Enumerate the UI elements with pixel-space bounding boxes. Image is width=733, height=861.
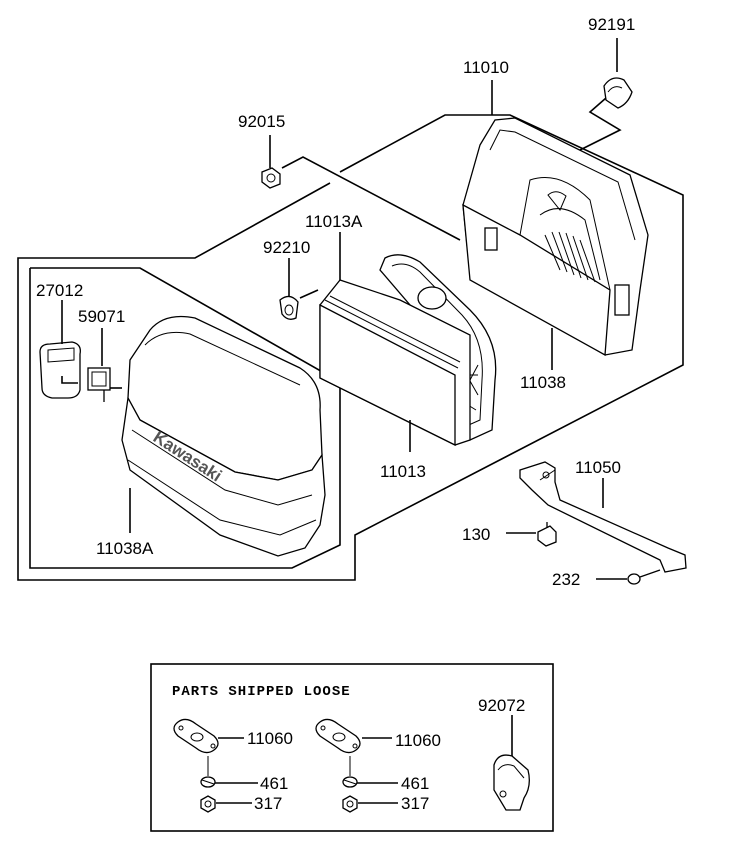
assembly-frame-11038A [29, 267, 341, 569]
callout-right-washer: 461 [401, 774, 429, 793]
nut-right [342, 795, 398, 813]
gasket-right [315, 718, 392, 754]
callout-92210: 92210 [263, 238, 310, 257]
air-cleaner-base-11038 [462, 117, 649, 370]
callout-left-washer: 461 [260, 774, 288, 793]
callout-11013A: 11013A [305, 212, 363, 231]
callout-27012: 27012 [36, 281, 83, 300]
base-fins [544, 231, 596, 283]
callout-11038: 11038 [520, 373, 566, 392]
nut-92015 [261, 135, 461, 241]
cover-11038A: Kawasaki [121, 315, 326, 557]
callout-92015: 92015 [238, 112, 285, 131]
callout-11013: 11013 [380, 462, 426, 481]
parts-shipped-loose-box: PARTS SHIPPED LOOSE [150, 663, 554, 832]
callout-59071: 59071 [78, 307, 125, 326]
callout-11050: 11050 [575, 458, 621, 477]
clamp-92210 [279, 258, 319, 320]
washer-left [200, 776, 258, 788]
callout-130: 130 [462, 525, 490, 544]
callout-left-nut: 317 [254, 794, 282, 813]
callout-11038A: 11038A [96, 539, 154, 558]
assembly-frame-11010 [17, 80, 684, 581]
holder-27012 [39, 300, 81, 399]
clip-92191 [579, 38, 633, 151]
callout-11010: 11010 [463, 58, 509, 77]
clamp-92072 [493, 715, 530, 811]
loose-parts-title: PARTS SHIPPED LOOSE [172, 684, 351, 700]
gasket-left [173, 718, 244, 754]
callout-labels: 92191 11010 92015 11013A 92210 27012 590… [36, 15, 635, 589]
callout-left-gasket: 11060 [247, 729, 293, 748]
callout-right-nut: 317 [401, 794, 429, 813]
nut-left [200, 795, 252, 813]
paper-filter-11013 [319, 279, 471, 452]
screw-232 [596, 569, 661, 585]
callout-92191: 92191 [588, 15, 635, 34]
callout-232: 232 [552, 570, 580, 589]
callout-clamp: 92072 [478, 696, 525, 715]
bolt-130 [506, 522, 557, 547]
callout-right-gasket: 11060 [395, 731, 441, 750]
clip-59071 [87, 328, 122, 402]
washer-right [342, 776, 398, 788]
bracket-11050 [519, 461, 687, 573]
